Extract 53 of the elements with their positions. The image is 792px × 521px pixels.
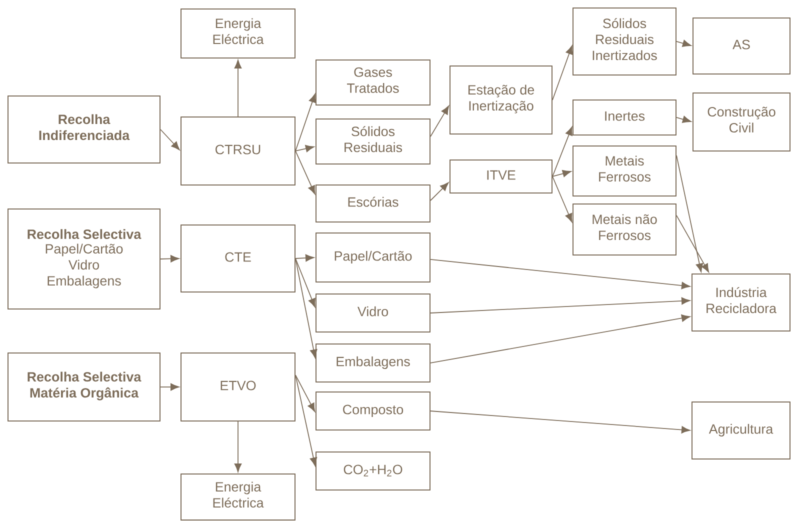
arrow [676, 116, 692, 123]
arrow [234, 60, 242, 117]
process-box: ETVO [180, 352, 296, 422]
arrow [430, 259, 690, 290]
arrow [430, 314, 690, 364]
process-box: AS [692, 18, 790, 74]
process-box: Embalagens [316, 344, 430, 382]
process-box: Gases Tratados [316, 60, 430, 106]
process-box: Construção Civil [692, 92, 790, 152]
arrow [430, 182, 449, 201]
arrow [295, 254, 314, 262]
arrow [295, 145, 314, 152]
arrow [160, 383, 180, 391]
process-box: CTRSU [180, 116, 296, 186]
process-box: Vidro [316, 294, 430, 332]
process-box: Recolha Selectiva Matéria Orgânica [8, 352, 160, 422]
arrow [676, 40, 692, 47]
arrow [160, 255, 180, 262]
process-box: Sólidos Residuais Inertizados [572, 8, 676, 76]
arrow [430, 410, 690, 434]
arrow [295, 374, 316, 412]
process-box: Sólidos Residuais [316, 118, 430, 164]
arrow [295, 258, 316, 308]
arrow [430, 106, 450, 137]
arrow [552, 170, 572, 178]
arrow [552, 126, 572, 177]
arrow [676, 155, 704, 272]
arrow [552, 176, 572, 222]
arrow [295, 94, 316, 152]
process-box: Metais Ferrosos [572, 146, 676, 196]
process-box: Composto [316, 392, 430, 430]
process-box: Energia Eléctrica [180, 8, 296, 58]
process-box: Metais não Ferrosos [572, 204, 676, 256]
arrow [160, 129, 180, 150]
arrow [234, 421, 242, 472]
process-box: Estação de Inertização [450, 66, 552, 134]
arrow [295, 150, 316, 194]
arrow [430, 297, 690, 314]
arrow [295, 374, 318, 466]
process-box: Agricultura [692, 402, 790, 460]
arrow [676, 215, 710, 272]
process-box: Indústria Recicladora [692, 274, 790, 332]
process-box: CO$_{2}$+H$_{2}$O [316, 452, 430, 490]
process-box: ITVE [450, 160, 552, 194]
arrow [552, 46, 573, 100]
process-box: Papel/Cartão [316, 232, 430, 282]
process-box: Recolha Selectiva Papel/Cartão Vidro Embalagens [8, 208, 160, 310]
process-box: CTE [180, 224, 296, 292]
process-box: Inertes [572, 100, 676, 136]
process-box: Recolha Indiferenciada [8, 96, 160, 164]
arrow [295, 258, 318, 358]
process-box: Escórias [316, 184, 430, 222]
process-box: Energia Eléctrica [180, 474, 296, 520]
